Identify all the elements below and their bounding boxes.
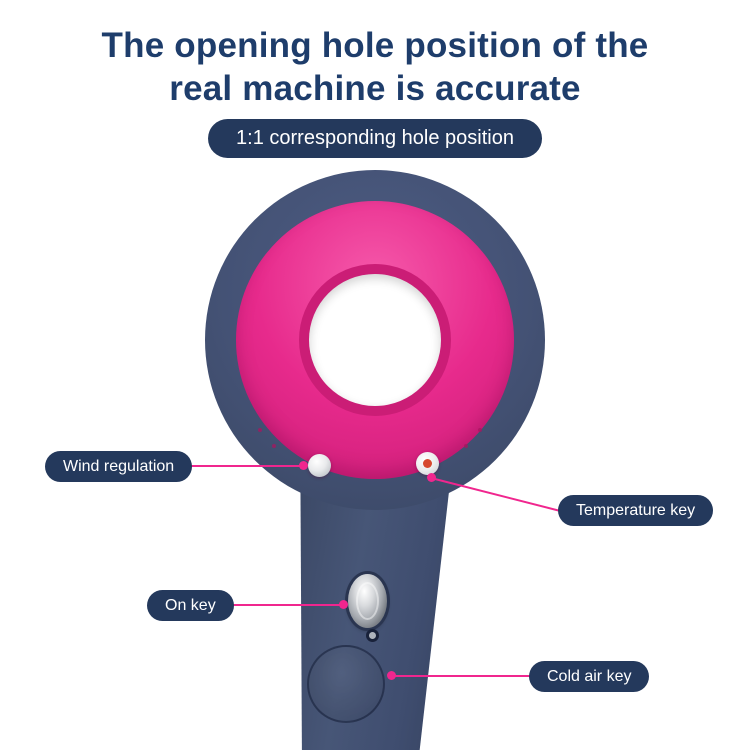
cold-air-button	[307, 645, 385, 723]
cold-callout-line	[391, 675, 531, 677]
hole-position-badge: 1:1 corresponding hole position	[208, 119, 542, 158]
temperature-key-label: Temperature key	[558, 495, 714, 526]
wind-callout-dot	[299, 461, 308, 470]
headline: The opening hole position of the real ma…	[0, 24, 750, 111]
headline-line-1: The opening hole position of the	[101, 26, 649, 65]
power-button-indicator	[366, 629, 379, 642]
vent-dot	[478, 428, 482, 432]
vent-dot	[464, 444, 468, 448]
wind-regulation-label: Wind regulation	[45, 451, 193, 482]
power-button	[348, 574, 387, 628]
temperature-callout-dot	[427, 473, 436, 482]
on-callout-dot	[339, 600, 348, 609]
center-hole	[309, 274, 441, 406]
vent-dot	[272, 444, 276, 448]
dryer-head	[205, 170, 545, 510]
on-callout-line	[229, 604, 343, 606]
cold-callout-dot	[387, 671, 396, 680]
wind-callout-line	[183, 465, 303, 467]
cold-air-key-label: Cold air key	[529, 661, 650, 692]
intake-ring	[236, 201, 514, 479]
headline-line-2: real machine is accurate	[169, 69, 581, 109]
temperature-button	[416, 452, 439, 475]
temperature-button-dot	[423, 459, 432, 468]
wind-regulation-button	[308, 454, 331, 477]
on-key-label: On key	[147, 590, 234, 621]
vent-dot	[258, 428, 262, 432]
